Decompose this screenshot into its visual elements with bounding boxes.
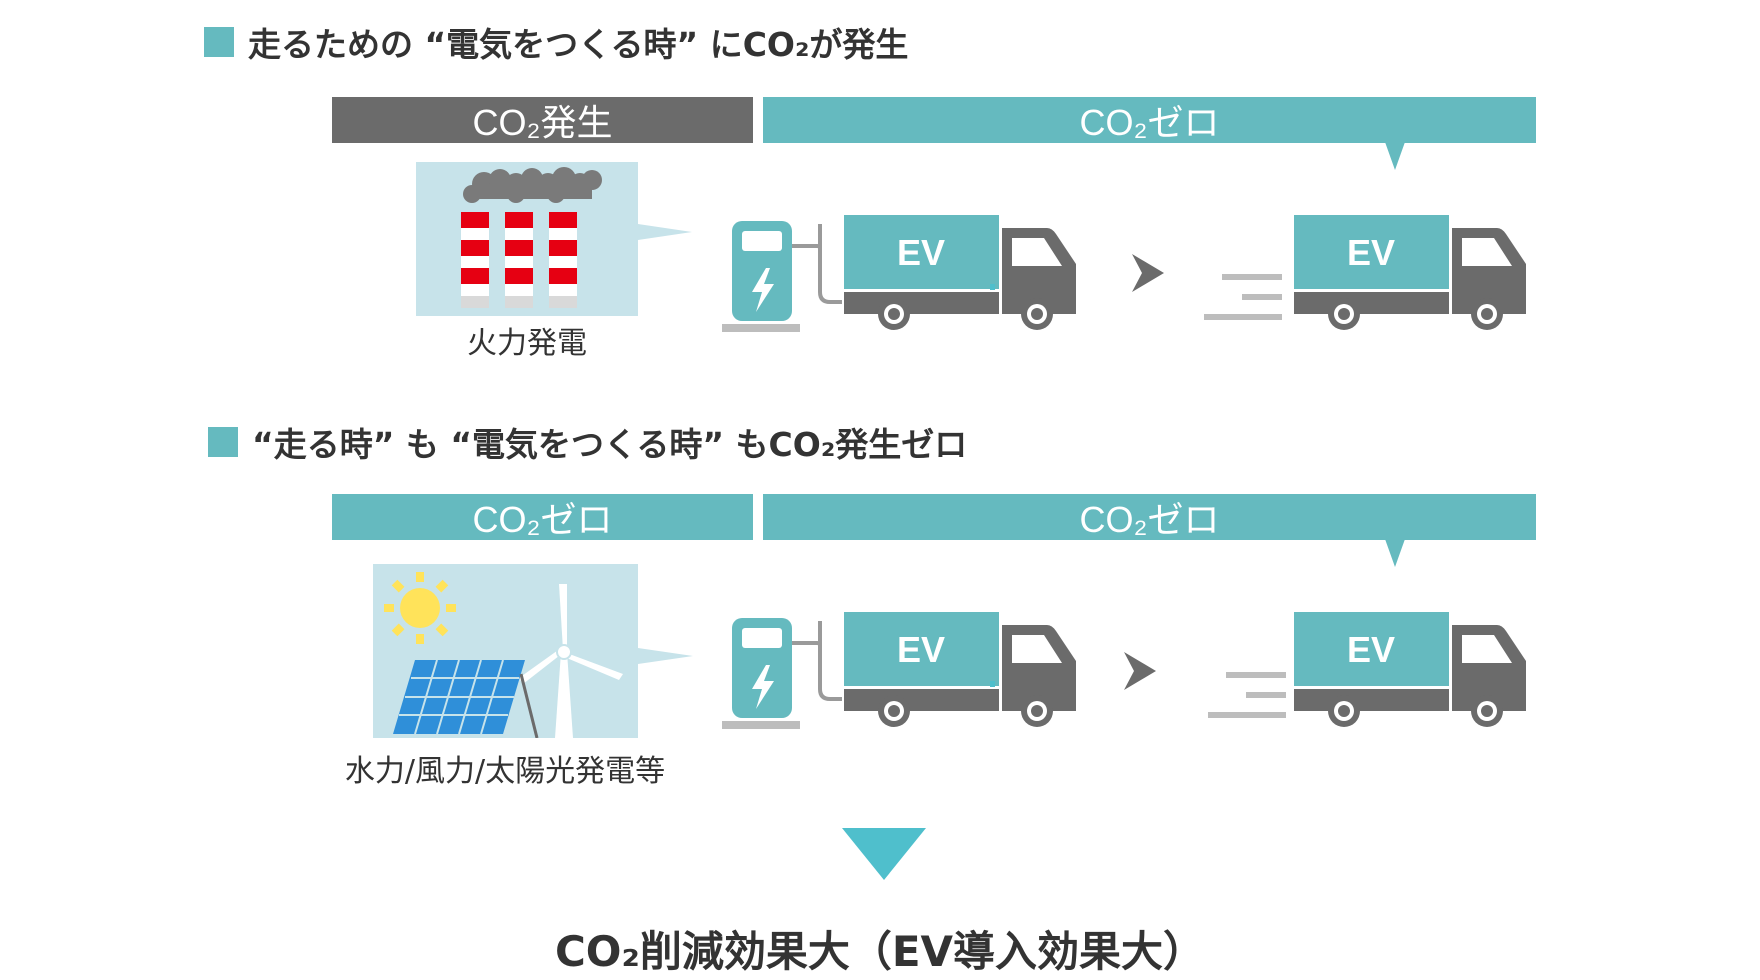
bar-pointer-icon (1385, 142, 1405, 170)
wind-turbine-icon (519, 584, 623, 738)
heading-square-icon (204, 27, 234, 57)
section2-heading-text: “走る時” も “電気をつくる時” もCO₂発生ゼロ (252, 425, 968, 464)
co2-zero-bar-1-label: CO₂ゼロ (1079, 102, 1220, 143)
solar-panel-icon (393, 659, 539, 738)
chevron-right-icon (1132, 254, 1164, 292)
co2-zero-bar-2-label: CO₂ゼロ (1079, 499, 1220, 540)
charging-station-icon (722, 618, 822, 729)
section1-heading-text: 走るための “電気をつくる時” にCO₂が発生 (248, 25, 909, 64)
heading-square-icon (208, 427, 238, 457)
renewable-energy-icon (373, 564, 693, 738)
down-triangle-icon (842, 828, 926, 880)
ev-label-2: EV (1347, 232, 1395, 273)
ev-label-1: EV (897, 232, 945, 273)
charging-station-icon (722, 221, 822, 332)
speed-lines-icon (1204, 274, 1282, 320)
co2-emission-bar-label: CO₂発生 (472, 102, 613, 143)
bar-pointer-icon (1385, 539, 1405, 567)
factory-icon (416, 162, 692, 316)
section1-heading: 走るための “電気をつくる時” にCO₂が発生 (204, 18, 908, 66)
ev-truck-icon: EV (1294, 215, 1526, 330)
thermal-power-label: 火力発電 (467, 326, 587, 361)
ev-truck-icon: EV (818, 215, 1076, 330)
renewable-power-label: 水力/風力/太陽光発電等 (344, 754, 666, 789)
co2-zero-bar-1: CO₂ゼロ (763, 97, 1536, 143)
ev-label-4: EV (1347, 629, 1395, 670)
ev-label-3: EV (897, 629, 945, 670)
ev-truck-icon: EV (818, 612, 1076, 727)
section2-heading: “走る時” も “電気をつくる時” もCO₂発生ゼロ (208, 418, 967, 466)
co2-zero-bar-left-label: CO₂ゼロ (472, 499, 613, 540)
co2-zero-bar-2: CO₂ゼロ (763, 494, 1536, 540)
co2-emission-bar: CO₂発生 (332, 97, 753, 143)
speed-lines-icon (1208, 672, 1286, 718)
result-text: CO₂削減効果大（EV導入効果大） (554, 927, 1206, 976)
ev-truck-icon: EV (1294, 612, 1526, 727)
sun-icon (384, 572, 456, 644)
co2-zero-bar-left: CO₂ゼロ (332, 494, 753, 540)
chevron-right-icon (1124, 652, 1156, 690)
